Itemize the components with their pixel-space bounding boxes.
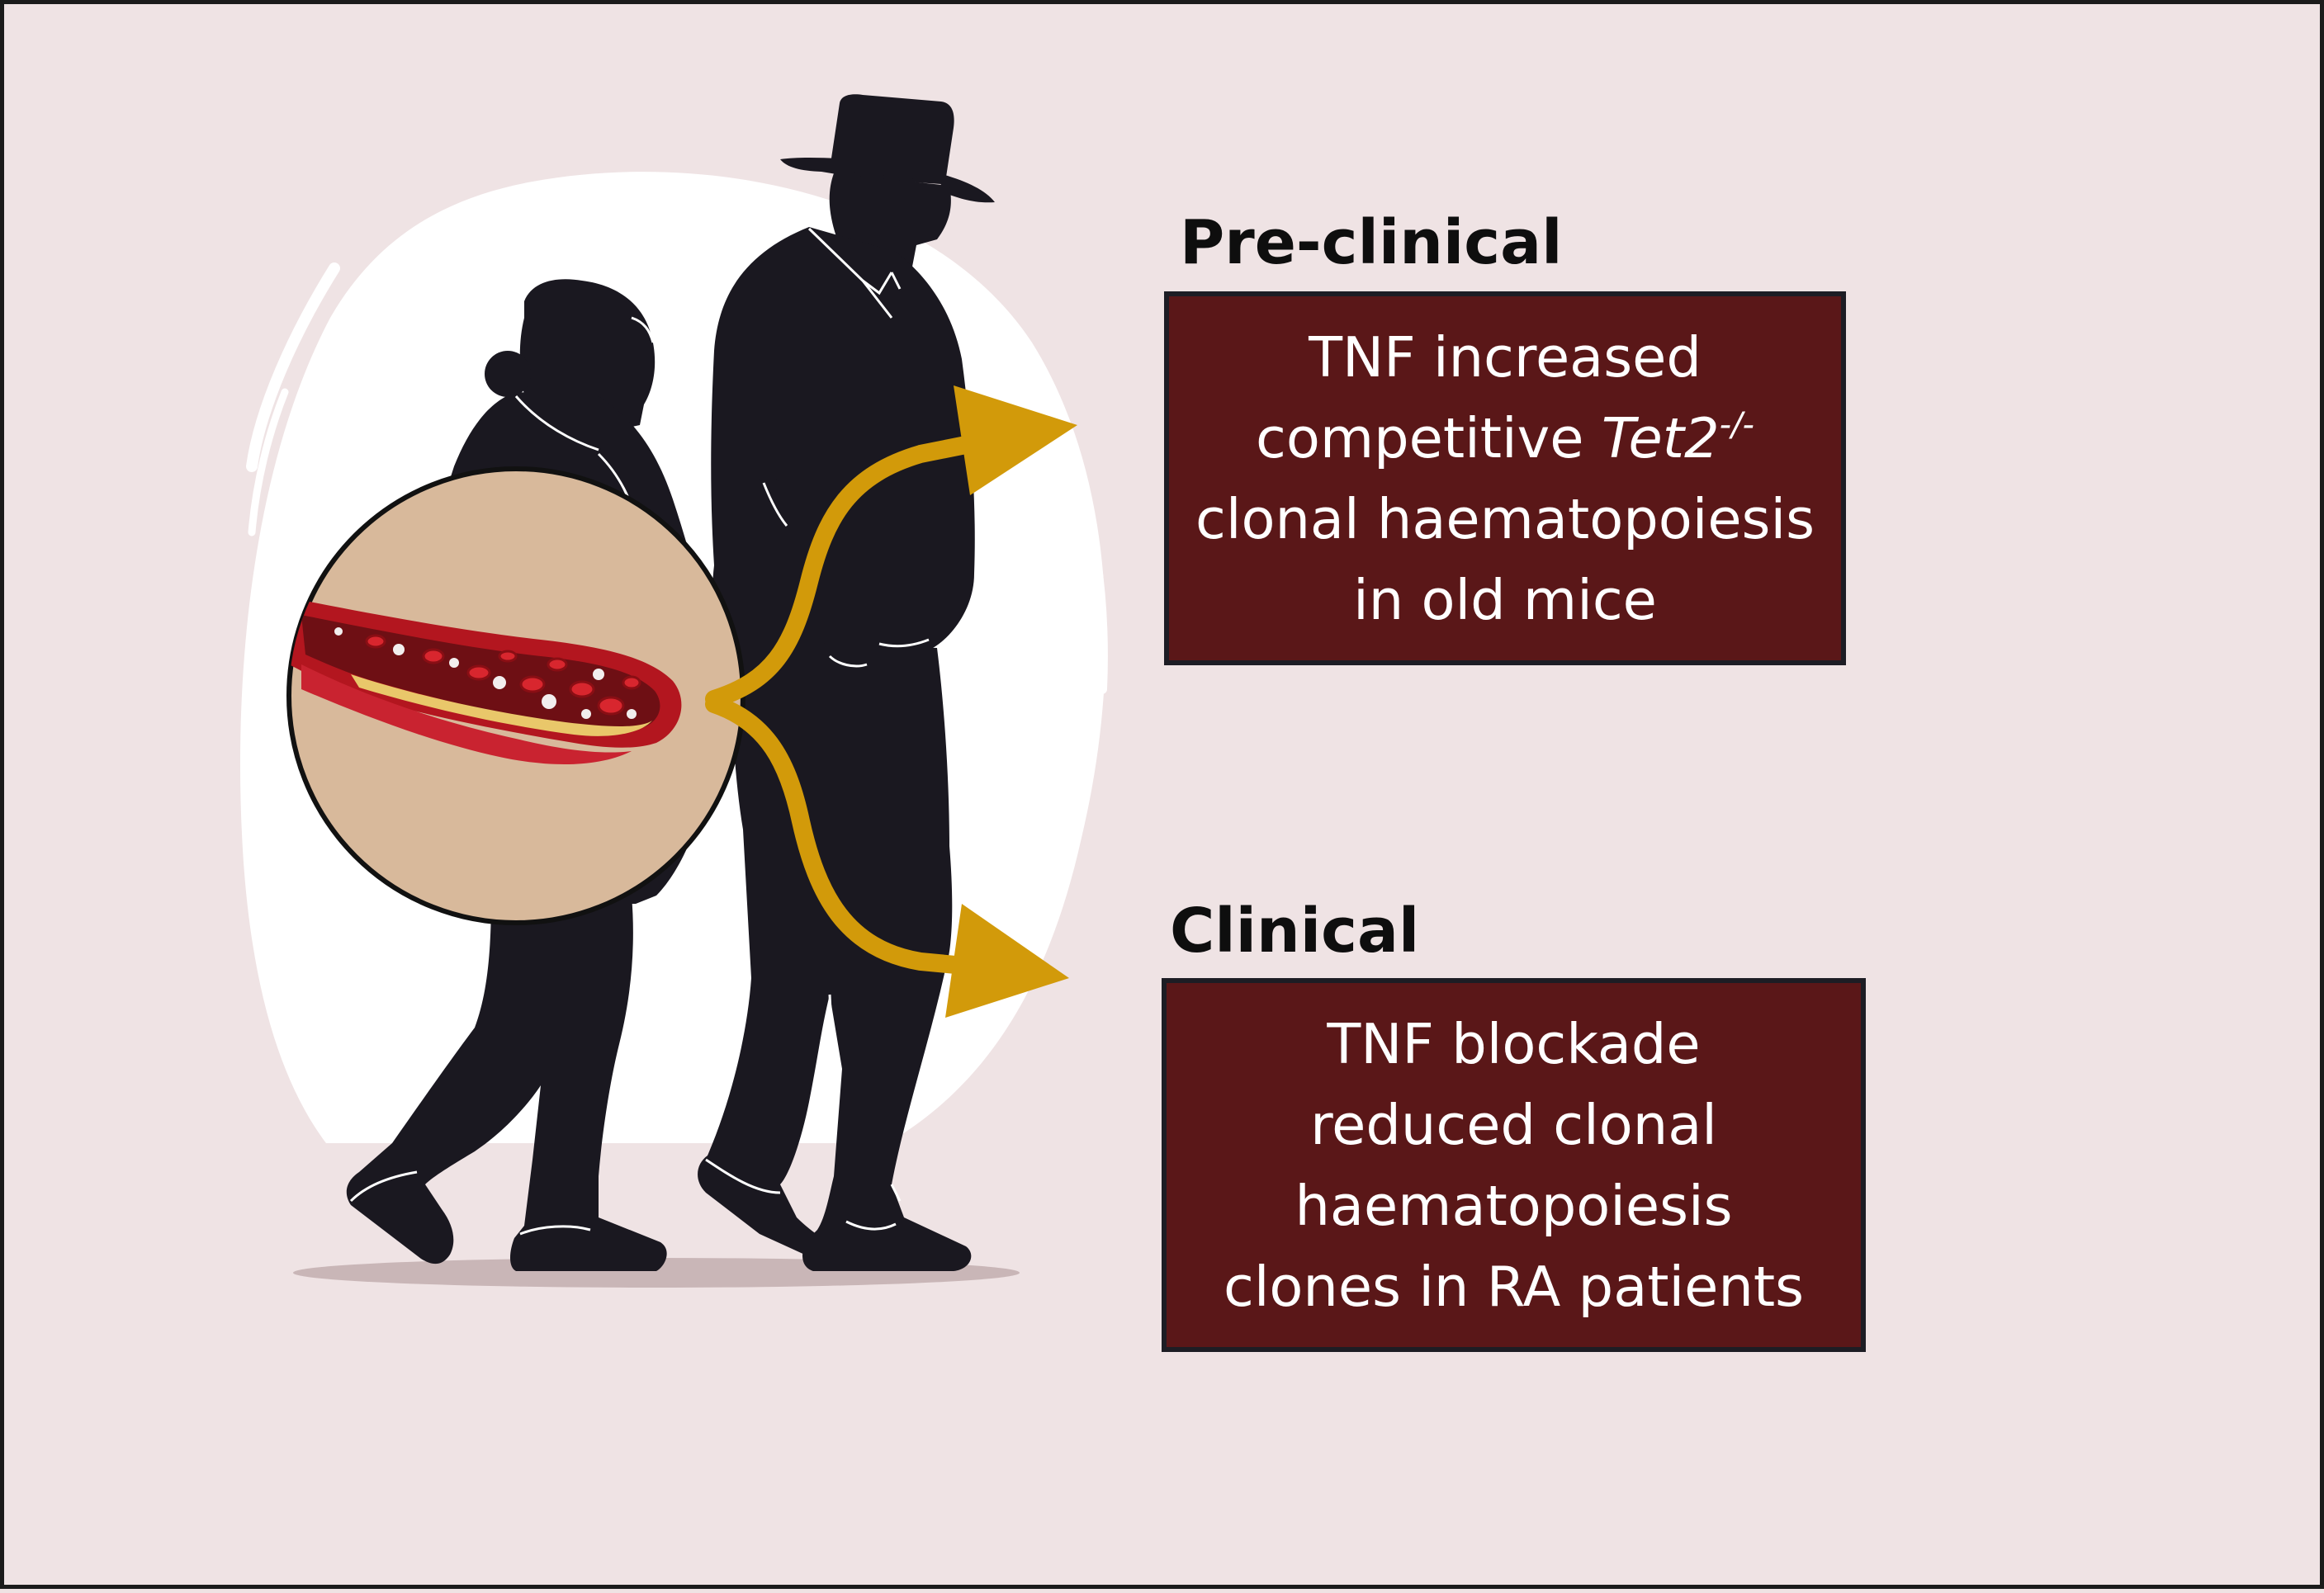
- clinical-line-3: haematopoiesis: [1295, 1173, 1733, 1238]
- preclinical-line-2: competitive Tet2-/-: [1256, 398, 1754, 479]
- clinical-finding-box: TNF blockade reduced clonal haematopoies…: [1162, 978, 1866, 1352]
- preclinical-line-4: in old mice: [1353, 567, 1657, 632]
- artery-with-blood-cells-icon: [286, 466, 745, 925]
- preclinical-line-1: TNF increased: [1309, 324, 1702, 390]
- heading-clinical: Clinical: [1170, 896, 1420, 967]
- arrowheads: [945, 385, 1077, 1018]
- illustration: [239, 94, 1108, 1288]
- man-silhouette: [698, 94, 995, 1271]
- preclinical-line-3: clonal haematopoiesis: [1195, 486, 1815, 551]
- man-coat-lines: [705, 227, 930, 1231]
- clinical-line-4: clones in RA patients: [1223, 1254, 1804, 1319]
- gene-name: Tet2: [1601, 405, 1720, 470]
- genotype-superscript: -/-: [1719, 405, 1754, 444]
- branching-arrow-icon: [705, 431, 1000, 977]
- clinical-line-2: reduced clonal: [1310, 1092, 1717, 1157]
- heading-preclinical: Pre-clinical: [1180, 207, 1563, 278]
- clinical-line-1: TNF blockade: [1327, 1011, 1701, 1076]
- preclinical-finding-box: TNF increased competitive Tet2-/- clonal…: [1164, 291, 1846, 665]
- preclinical-line-2-prefix: competitive: [1256, 405, 1602, 470]
